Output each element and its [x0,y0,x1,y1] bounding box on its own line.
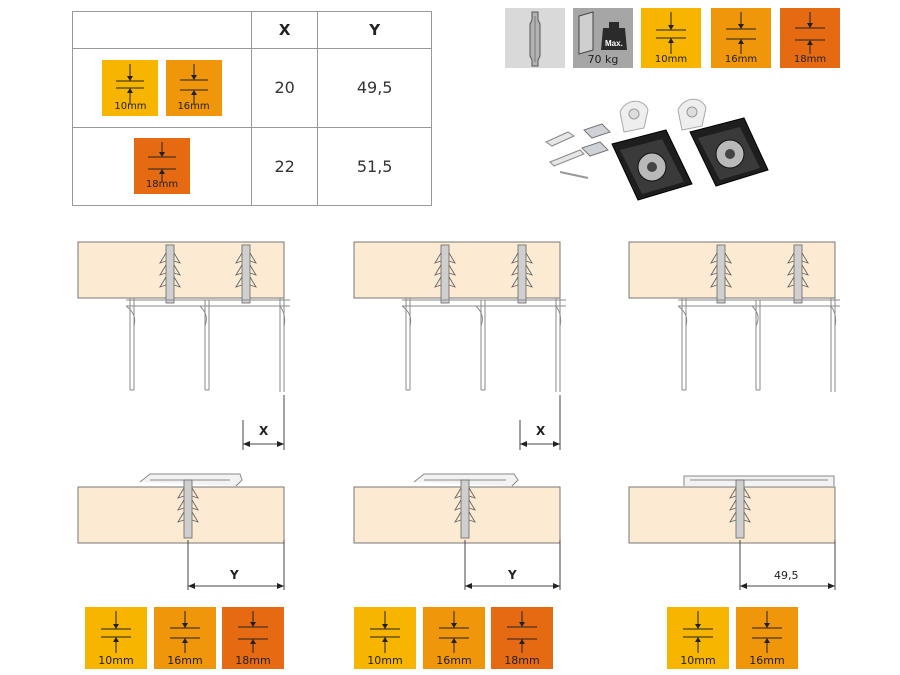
door-profile-icon [505,8,565,68]
max-weight-icon: Max. 70 kg [573,8,633,68]
thickness-label: 18mm [235,654,271,667]
table-row: 10mm 16mm 20 49,5 [72,48,432,128]
thickness-16mm-swatch: 16mm [154,607,216,669]
diagram-2 [353,241,566,590]
weight-label: 70 kg [587,53,619,66]
thickness-label: 16mm [436,654,472,667]
thickness-18mm-swatch: 18mm [134,138,190,195]
table-header-y: Y [317,11,432,49]
max-label: Max. [605,39,623,48]
dimension-y-label: Y [230,568,239,582]
thickness-label: 16mm [724,54,758,65]
diagram-3 [628,241,840,590]
dimension-table: X Y 10mm [72,11,432,206]
thickness-10mm-icon: 10mm [641,8,701,68]
thickness-16mm-icon: 16mm [711,8,771,68]
y-value: 49,5 [317,48,432,128]
dimension-x-label: X [536,424,546,438]
thickness-label: 10mm [367,654,403,667]
thickness-10mm-swatch: 10mm [85,607,147,669]
diagram-1 [77,241,290,590]
x-value: 22 [250,126,319,206]
y-value: 51,5 [317,126,432,206]
thickness-cell: 18mm [72,126,252,206]
table-row: 18mm 22 51,5 [72,126,432,206]
thickness-16mm-swatch: 16mm [423,607,485,669]
dimension-x-label: X [259,424,269,438]
thickness-18mm-icon: 18mm [780,8,840,68]
thickness-16mm-swatch: 16mm [736,607,798,669]
table-header-empty [72,11,252,49]
thickness-label: 16mm [749,654,785,667]
thickness-label: 10mm [680,654,716,667]
board-thickness-icon [102,59,159,116]
thickness-18mm-swatch: 18mm [491,607,553,669]
board-thickness-icon [134,138,190,195]
installation-diagrams [77,241,840,590]
sliding-hardware-kit-image [544,98,769,201]
thickness-label: 16mm [167,654,203,667]
thickness-label: 16mm [177,100,210,112]
dimension-y-label: Y [508,568,517,582]
thickness-10mm-swatch: 10mm [354,607,416,669]
thickness-label: 18mm [504,654,540,667]
thickness-10mm-swatch: 10mm [667,607,729,669]
thickness-cell: 10mm 16mm [72,48,252,128]
thickness-label: 10mm [654,54,688,65]
thickness-label: 18mm [145,179,179,191]
thickness-16mm-swatch: 16mm [165,59,222,116]
thickness-label: 10mm [98,654,134,667]
thickness-label: 18mm [793,54,827,65]
thickness-label: 10mm [114,100,147,112]
dimension-value-label: 49,5 [774,569,799,582]
table-header-x: X [250,11,319,49]
x-value: 20 [250,48,319,128]
thickness-10mm-swatch: 10mm [102,59,159,116]
thickness-18mm-swatch: 18mm [222,607,284,669]
board-thickness-icon [165,59,222,116]
